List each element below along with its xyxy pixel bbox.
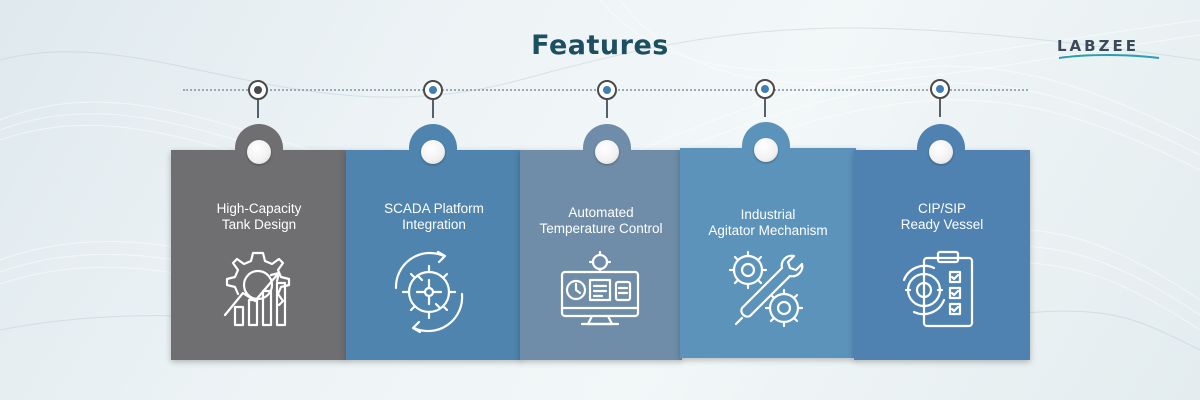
feature-label: Automated Temperature Control — [520, 205, 682, 237]
gear-cycle-network-icon — [394, 250, 464, 334]
pin-stem — [764, 99, 766, 117]
logo-text: LABZEE — [1057, 37, 1139, 55]
feature-label: CIP/SIP Ready Vessel — [854, 201, 1030, 233]
pin-stem — [432, 100, 434, 118]
feature-label-line2: Tank Design — [221, 217, 297, 232]
timeline-pin-4 — [755, 79, 775, 99]
card-knob — [754, 138, 778, 162]
card-knob — [929, 140, 953, 164]
clipboard-gear-checklist-icon — [902, 250, 974, 328]
feature-label: SCADA Platform Integration — [346, 201, 522, 233]
feature-label-line2: Ready Vessel — [900, 217, 984, 232]
timeline-pin-1 — [248, 80, 268, 100]
feature-label-line1: Industrial — [740, 207, 796, 222]
feature-label-line1: Automated — [568, 205, 634, 220]
feature-label: Industrial Agitator Mechanism — [680, 207, 856, 239]
feature-card-industrial-agitator: Industrial Agitator Mechanism — [680, 122, 856, 358]
pin-dot — [936, 85, 944, 93]
pin-stem — [939, 99, 941, 117]
page-title: Features — [531, 30, 669, 61]
feature-label-line2: Agitator Mechanism — [708, 223, 828, 238]
feature-label-line2: Temperature Control — [539, 221, 663, 236]
gears-wrench-icon — [728, 250, 804, 328]
feature-card-cip-sip-vessel: CIP/SIP Ready Vessel — [854, 124, 1030, 360]
feature-label-line1: High-Capacity — [216, 201, 302, 216]
feature-label: High-Capacity Tank Design — [171, 201, 347, 233]
pin-dot — [429, 86, 437, 94]
feature-label-line1: CIP/SIP — [917, 201, 966, 216]
pin-dot — [761, 85, 769, 93]
feature-label-line1: SCADA Platform — [384, 201, 484, 216]
feature-card-automated-temperature-control: Automated Temperature Control — [520, 124, 682, 360]
pin-dot — [603, 86, 611, 94]
pin-stem — [606, 100, 608, 118]
pin-dot — [254, 86, 262, 94]
timeline-pin-2 — [423, 80, 443, 100]
feature-card-high-capacity-tank: High-Capacity Tank Design — [171, 124, 347, 360]
feature-label-line2: Integration — [402, 217, 466, 232]
pin-stem — [257, 100, 259, 118]
timeline-pin-3 — [597, 80, 617, 100]
card-knob — [247, 140, 271, 164]
logo-swoosh-icon — [1058, 54, 1160, 59]
card-knob — [595, 140, 619, 164]
monitor-control-icon — [560, 250, 640, 326]
gear-growth-chart-icon — [223, 251, 291, 327]
feature-card-scada-integration: SCADA Platform Integration — [346, 124, 522, 360]
brand-logo: LABZEE — [1057, 38, 1161, 62]
timeline-pin-5 — [930, 79, 950, 99]
card-knob — [421, 140, 445, 164]
